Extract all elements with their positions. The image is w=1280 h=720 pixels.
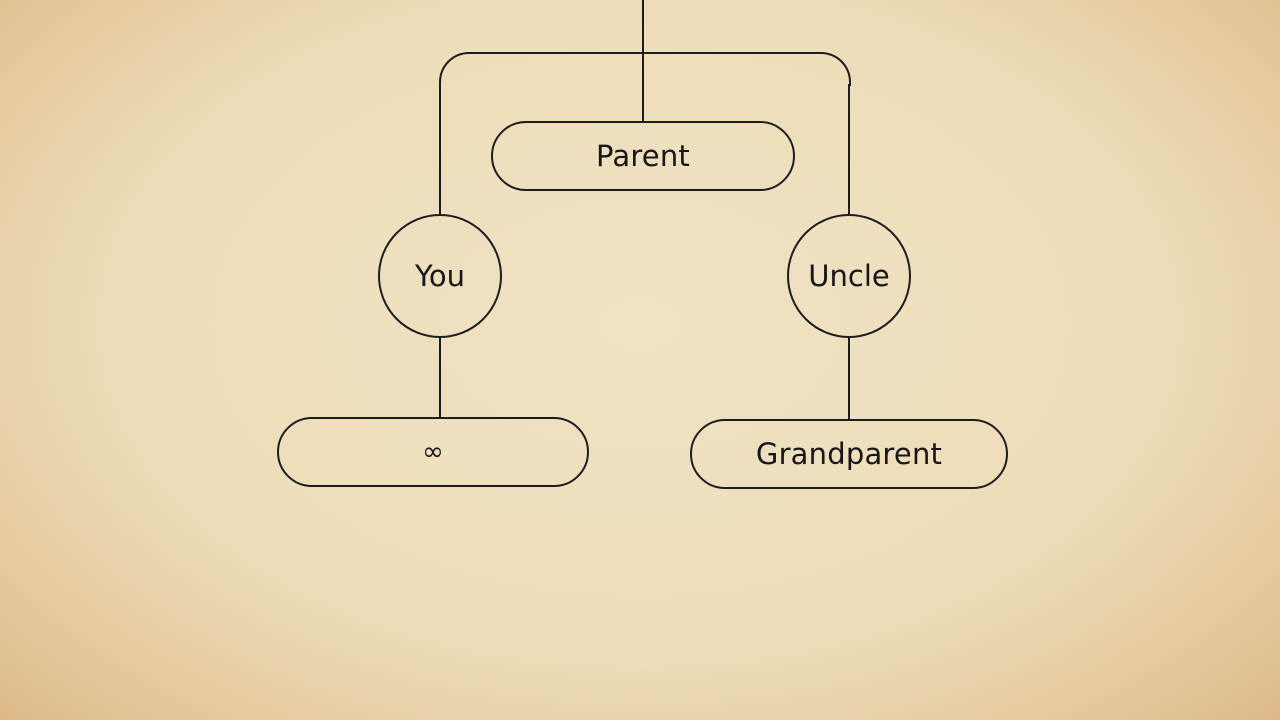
uncle-node: Uncle bbox=[787, 214, 911, 338]
you-child-node: ∞ bbox=[277, 417, 589, 487]
bracket-horizontal-line bbox=[470, 52, 821, 55]
uncle-label: Uncle bbox=[808, 259, 890, 293]
top-connector-line bbox=[642, 0, 645, 122]
left-bracket-vertical-line bbox=[439, 84, 442, 214]
parent-label: Parent bbox=[595, 139, 691, 173]
you-label: You bbox=[415, 259, 465, 293]
bracket-left-corner bbox=[439, 52, 473, 86]
you-node: You bbox=[378, 214, 502, 338]
grandparent-label: Grandparent bbox=[755, 437, 943, 471]
grandparent-node: Grandparent bbox=[690, 419, 1008, 489]
parent-node: Parent bbox=[491, 121, 795, 191]
infinity-icon: ∞ bbox=[422, 437, 444, 467]
right-bracket-vertical-line bbox=[848, 84, 851, 214]
you-child-connector-line bbox=[439, 337, 442, 417]
bracket-right-corner bbox=[817, 52, 851, 86]
uncle-grandparent-connector-line bbox=[848, 337, 851, 419]
